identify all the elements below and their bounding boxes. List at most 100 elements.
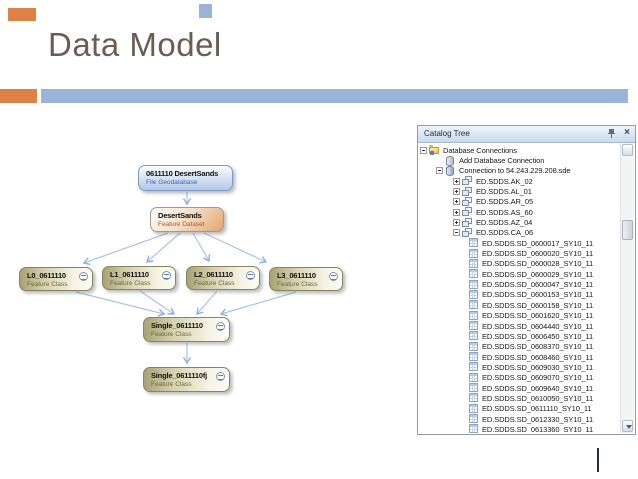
tree-item-icon	[429, 145, 440, 156]
tree-item[interactable]: ED.SDDS.SD_0600153_SY10_11	[419, 289, 620, 300]
tree-item-icon	[468, 238, 479, 248]
title-rule-orange	[0, 89, 37, 103]
tree-item[interactable]: ED.SDDS.SD_0600017_SY10_11	[419, 238, 620, 248]
diagram-node[interactable]: DesertSands Feature Dataset	[150, 207, 224, 232]
pushpin-icon[interactable]	[608, 129, 615, 139]
tree-item-icon	[468, 321, 479, 331]
tree-item[interactable]: ED.SDDS.SD_0609640_SY10_11	[419, 383, 620, 393]
scroll-up-button[interactable]	[622, 144, 633, 156]
close-icon[interactable]: ×	[624, 127, 630, 138]
expander-icon[interactable]	[453, 188, 460, 196]
tree-item-icon	[462, 227, 473, 238]
node-title: L1_0611110	[110, 270, 149, 279]
tree-item-icon	[468, 352, 479, 362]
tree-item[interactable]: ED.SDDS.SD_0604440_SY10_11	[419, 321, 620, 331]
node-subtitle: Feature Dataset	[158, 221, 205, 228]
catalog-tree-list: Database Connections Add Database Connec…	[419, 143, 620, 433]
tree-item-label: ED.SDDS.SD_0609030_SY10_11	[482, 362, 594, 372]
tree-item-icon	[468, 331, 479, 341]
tree-item[interactable]: ED.SDDS.SD_0608370_SY10_11	[419, 341, 620, 352]
expander-icon[interactable]	[453, 219, 460, 227]
tree-item-label: ED.SDDS.SD_0600020_SY10_11	[482, 249, 594, 259]
tree-item-label: ED.SDDS.SD_0608460_SY10_11	[482, 352, 594, 362]
panel-titlebar[interactable]: Catalog Tree ×	[418, 126, 635, 143]
tree-item[interactable]: ED.SDDS.SD_0600158_SY10_11	[419, 300, 620, 310]
tree-item[interactable]: ED.SDDS.AR_05	[419, 196, 620, 207]
node-title: L0_0611110	[27, 271, 66, 280]
node-title: DesertSands	[158, 211, 202, 220]
node-title: 0611110 DesertSands	[146, 169, 219, 178]
tree-item[interactable]: Connection to 54.243.229.208.sde	[419, 165, 620, 176]
scrollbar-thumb[interactable]	[622, 220, 633, 240]
node-subtitle: Feature Class	[27, 281, 68, 288]
tree-item[interactable]: ED.SDDS.CA_06	[419, 227, 620, 238]
tree-item[interactable]: Add Database Connection	[419, 155, 620, 166]
tree-item[interactable]: ED.SDDS.SD_0609030_SY10_11	[419, 362, 620, 372]
node-title: L2_0611110	[194, 270, 233, 279]
node-subtitle: Feature Class	[151, 331, 192, 338]
panel-title: Catalog Tree	[424, 129, 470, 138]
tree-item-label: ED.SDDS.SD_0608370_SY10_11	[482, 342, 594, 352]
expander-icon[interactable]	[453, 198, 460, 206]
tree-item[interactable]: ED.SDDS.SD_0600047_SY10_11	[419, 279, 620, 289]
tree-item-icon	[462, 176, 473, 186]
theme-orange-mark	[8, 8, 36, 21]
fields-badge-icon	[329, 272, 338, 281]
diagram-node[interactable]: 0611110 DesertSands File Geodatabase	[138, 165, 233, 191]
diagram-node[interactable]: Single_0611110fj Feature Class	[143, 367, 230, 392]
title-rule-blue	[41, 89, 628, 103]
expander-icon[interactable]	[453, 208, 460, 216]
tree-item[interactable]: ED.SDDS.SD_0611110_SY10_11	[419, 403, 620, 414]
diagram-node[interactable]: Single_0611110 Feature Class	[143, 317, 230, 342]
tree-item[interactable]: ED.SDDS.AK_02	[419, 176, 620, 186]
tree-item-icon	[468, 362, 479, 372]
tree-item[interactable]: ED.SDDS.SD_0600028_SY10_11	[419, 258, 620, 269]
tree-item[interactable]: ED.SDDS.SD_0600029_SY10_11	[419, 269, 620, 279]
tree-item-label: ED.SDDS.SD_0612330_SY10_11	[482, 414, 594, 424]
tree-item-icon	[468, 310, 479, 321]
scrollbar[interactable]	[620, 143, 634, 433]
node-subtitle: Feature Class	[277, 281, 318, 288]
tree-item[interactable]: ED.SDDS.SD_0606450_SY10_11	[419, 331, 620, 341]
fields-badge-icon	[246, 271, 255, 280]
diagram-node[interactable]: L0_0611110 Feature Class	[19, 267, 93, 291]
node-subtitle: Feature Class	[110, 280, 151, 287]
tree-item-icon	[468, 403, 479, 414]
tree-item[interactable]: ED.SDDS.SD_0612330_SY10_11	[419, 414, 620, 424]
tree-item-label: Database Connections	[443, 145, 517, 155]
tree-item-label: ED.SDDS.SD_0609070_SY10_11	[482, 373, 594, 383]
tree-item[interactable]: ED.SDDS.SD_0600020_SY10_11	[419, 248, 620, 258]
tree-item[interactable]: Database Connections	[419, 145, 620, 156]
tree-item[interactable]: ED.SDDS.SD_0613360_SY10_11	[419, 424, 620, 433]
tree-item-icon	[462, 186, 473, 197]
diagram-node[interactable]: L2_0611110 Feature Class	[186, 266, 260, 290]
node-subtitle: Feature Class	[194, 280, 235, 287]
expander-icon[interactable]	[453, 177, 460, 185]
tree-item[interactable]: ED.SDDS.AZ_04	[419, 217, 620, 227]
expander-icon[interactable]	[436, 167, 443, 175]
fields-badge-icon	[216, 322, 225, 331]
expander-icon[interactable]	[453, 229, 460, 237]
tree-item-label: ED.SDDS.SD_0600047_SY10_11	[482, 280, 594, 290]
tree-item[interactable]: ED.SDDS.SD_0608460_SY10_11	[419, 352, 620, 362]
node-title: Single_0611110	[151, 321, 203, 330]
text-cursor	[597, 448, 599, 472]
tree-item-icon	[468, 341, 479, 352]
scroll-down-button[interactable]	[622, 420, 633, 432]
tree-item-label: ED.SDDS.SD_0609640_SY10_11	[482, 383, 594, 393]
tree-item-icon	[468, 300, 479, 310]
diagram-node[interactable]: L1_0611110 Feature Class	[102, 266, 176, 290]
catalog-tree-panel: Catalog Tree × Database Connections Add …	[417, 125, 636, 435]
tree-item[interactable]: ED.SDDS.SD_0609070_SY10_11	[419, 372, 620, 383]
tree-item[interactable]: ED.SDDS.AS_60	[419, 207, 620, 217]
diagram-node[interactable]: L3_0611110 Feature Class	[269, 267, 343, 291]
tree-item[interactable]: ED.SDDS.SD_0601620_SY10_11	[419, 310, 620, 321]
tree-item-label: ED.SDDS.SD_0600029_SY10_11	[482, 269, 594, 279]
tree-item-label: ED.SDDS.SD_0600028_SY10_11	[482, 259, 594, 269]
tree-item[interactable]: ED.SDDS.SD_0610050_SY10_11	[419, 393, 620, 403]
expander-icon[interactable]	[420, 146, 427, 154]
tree-item[interactable]: ED.SDDS.AL_01	[419, 186, 620, 196]
tree-item-label: ED.SDDS.AS_60	[476, 207, 533, 217]
tree-item-icon	[468, 414, 479, 424]
